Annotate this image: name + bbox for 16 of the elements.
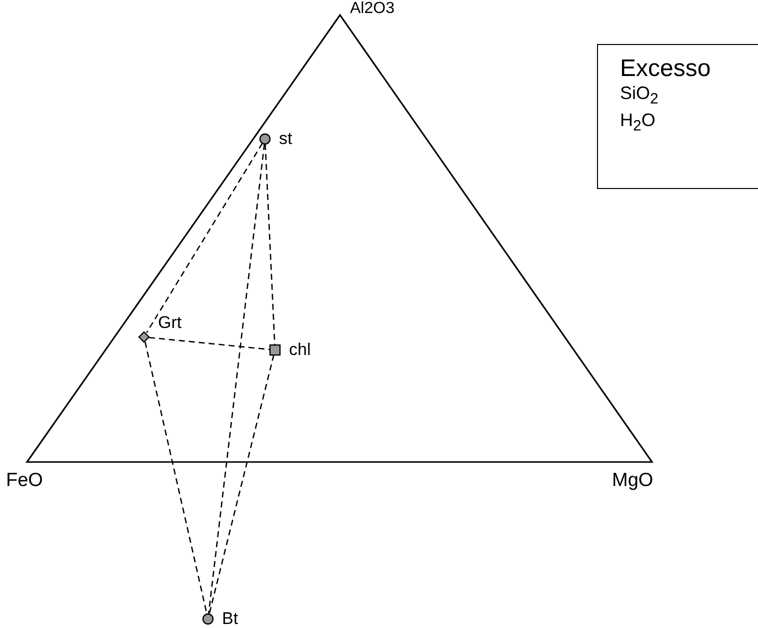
component-label: SiO$_{2}$ [620,83,660,110]
vertex-label: MgO [612,470,654,492]
tie-line [264,144,276,346]
tie-line [208,354,274,614]
note-heading: Excesso [620,55,712,83]
tie-line [148,336,270,350]
diamond-marker [138,331,150,343]
vertex-label: FeO [6,470,43,492]
component-label: H$_{2}$O [620,110,656,136]
vertex-label: Al2O3 [350,0,394,18]
circle-marker [259,133,271,145]
tie-line [208,144,266,614]
circle-marker [202,613,214,625]
tie-line [146,142,263,334]
note-box [597,44,758,189]
square-marker [269,344,281,356]
